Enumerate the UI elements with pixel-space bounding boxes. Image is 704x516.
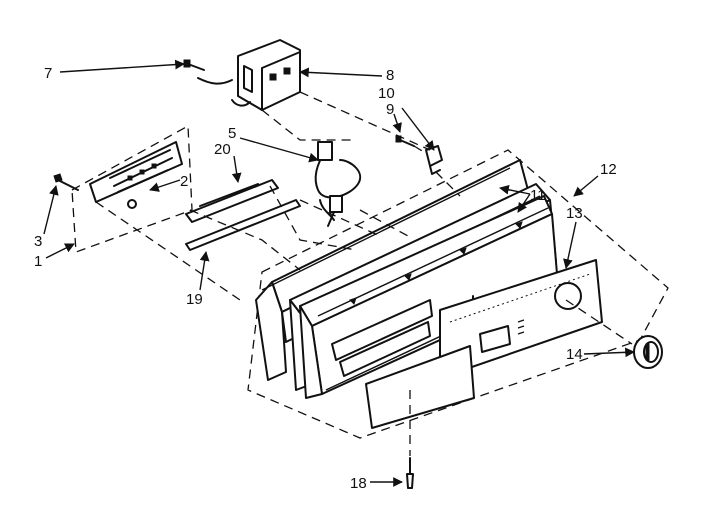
callout-2: 2: [180, 173, 188, 190]
lower-trim-panel: [365, 345, 475, 429]
front-console: [299, 195, 559, 399]
callout-20: 20: [214, 141, 231, 158]
callout-10: 10: [378, 85, 395, 102]
callout-13: 13: [566, 205, 583, 222]
strip-part-19: [185, 199, 301, 251]
knob-opening: [554, 282, 582, 310]
callout-14: 14: [566, 346, 583, 363]
callout-3: 3: [34, 233, 42, 250]
callout-7: 7: [44, 65, 52, 82]
control-panel-face: [439, 259, 603, 379]
screw-part-18: [406, 457, 414, 489]
switch-block: [197, 39, 301, 111]
wire-harness: [314, 141, 361, 227]
callout-9: 9: [386, 101, 394, 118]
clip-part-10: [425, 145, 443, 175]
callout-19: 19: [186, 291, 203, 308]
strip-part-20: [185, 179, 279, 223]
callout-5: 5: [228, 125, 236, 142]
alignment-lines: [95, 91, 461, 456]
leader-lines: [43, 59, 635, 487]
callout-11: 11: [530, 187, 546, 204]
callout-labels: 7 8 10 9 5 20 2 3 1 19 11 12 13 14 18: [34, 65, 617, 492]
callout-18: 18: [350, 475, 367, 492]
callout-8: 8: [386, 67, 394, 84]
control-knob: [633, 335, 663, 369]
screw-part-7: [183, 59, 205, 71]
bracket-assembly: [71, 124, 193, 253]
callout-1: 1: [34, 253, 42, 270]
bracket-screw-hole: [127, 199, 137, 209]
screw-part-3: [53, 173, 79, 191]
callout-12: 12: [600, 161, 617, 178]
